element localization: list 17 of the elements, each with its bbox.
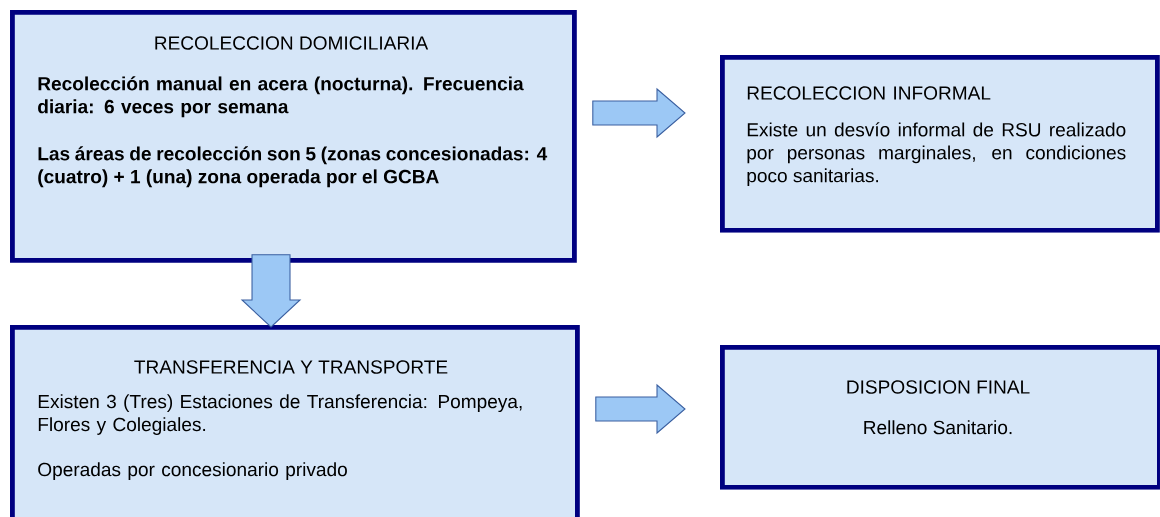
box-heading: TRANSFERENCIA Y TRANSPORTE (134, 360, 448, 374)
box-heading: RECOLECCION INFORMAL (747, 86, 991, 100)
process-box (720, 345, 1160, 490)
block-arrow (592, 87, 686, 139)
box-heading: DISPOSICION FINAL (847, 380, 1030, 394)
block-arrow (595, 383, 686, 435)
box-heading: RECOLECCION DOMICILIARIA (155, 36, 429, 50)
box-text: Existe un desvío informal de RSU realizado por personas marginales, en condiciones poco sanitarias. (747, 122, 1126, 187)
process-box (720, 55, 1160, 233)
box-text: Relleno Sanitario. (864, 420, 1012, 435)
block-arrow (240, 254, 302, 328)
process-box (10, 10, 577, 263)
box-text: Existen 3 (Tres) Estaciones de Transferencia: Pompeya, Flores y Colegiales. (38, 394, 522, 435)
process-box (10, 325, 580, 517)
box-text: Operadas por concesionario privado (38, 462, 347, 481)
box-text: Recolección manual en acera (nocturna). Frecuencia diaria: 6 veces por semana (38, 76, 524, 118)
box-text: Las áreas de recolección son 5 (zonas concesionadas: 4 (cuatro) + 1 (una) zona operada por el GCBA (38, 146, 548, 188)
